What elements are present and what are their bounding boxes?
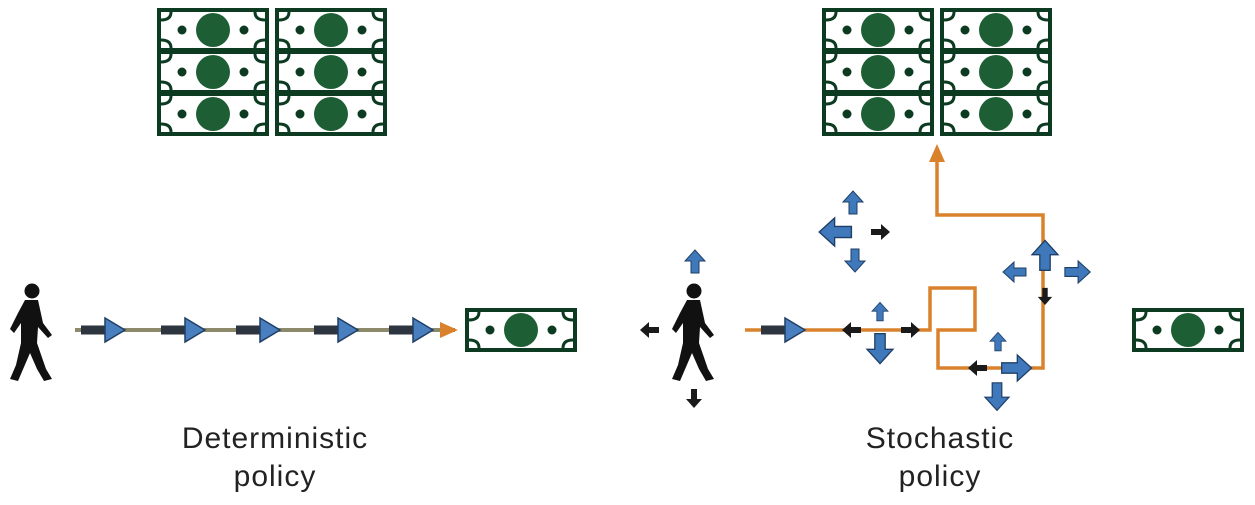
person-walking-icon <box>672 283 714 381</box>
arrow-icon <box>929 144 945 162</box>
arrow-icon <box>968 360 987 376</box>
arrow-icon <box>1001 354 1033 382</box>
caption-line: policy <box>233 460 317 493</box>
caption-line: Stochastic <box>865 422 1015 455</box>
arrow-icon <box>313 317 359 343</box>
caption-line: policy <box>898 460 982 493</box>
arrow-icon <box>640 322 659 338</box>
arrow-icon <box>160 317 206 343</box>
banknote-stack-icon <box>820 6 1054 138</box>
arrow-icon <box>844 248 866 273</box>
arrow-icon <box>235 317 281 343</box>
banknote-stack-icon <box>155 6 389 138</box>
arrow-icon <box>80 317 126 343</box>
arrow-icon <box>1002 261 1027 283</box>
arrow-icon <box>388 317 434 343</box>
stochastic-panel <box>640 6 1246 411</box>
path-line <box>745 150 1045 370</box>
arrow-icon <box>686 389 702 408</box>
banknote-icon <box>1130 306 1246 354</box>
arrow-icon <box>1037 287 1053 305</box>
arrow-icon <box>871 301 889 322</box>
action-cluster <box>842 301 920 365</box>
arrow-icon <box>871 224 890 240</box>
arrow-icon <box>760 317 806 343</box>
arrow-icon <box>842 190 864 215</box>
banknote-icon <box>463 306 579 354</box>
arrow-icon <box>984 382 1010 411</box>
arrow-icon <box>1031 239 1059 271</box>
arrow-icon <box>901 322 920 338</box>
caption-line: Deterministic <box>181 422 369 455</box>
person-walking-icon <box>10 283 52 381</box>
deterministic-policy-caption: Deterministic policy <box>130 420 420 496</box>
deterministic-panel <box>10 6 579 381</box>
arrow-icon <box>842 322 861 338</box>
action-cluster <box>968 331 1033 411</box>
action-cluster <box>818 190 890 273</box>
arrow-icon <box>818 217 853 247</box>
stochastic-policy-caption: Stochastic policy <box>790 420 1090 496</box>
arrow-icon <box>440 322 458 338</box>
arrow-icon <box>989 331 1007 352</box>
arrow-icon <box>684 249 706 274</box>
arrow-icon <box>1064 260 1091 284</box>
arrow-icon <box>866 333 894 365</box>
action-cluster <box>1002 239 1091 305</box>
